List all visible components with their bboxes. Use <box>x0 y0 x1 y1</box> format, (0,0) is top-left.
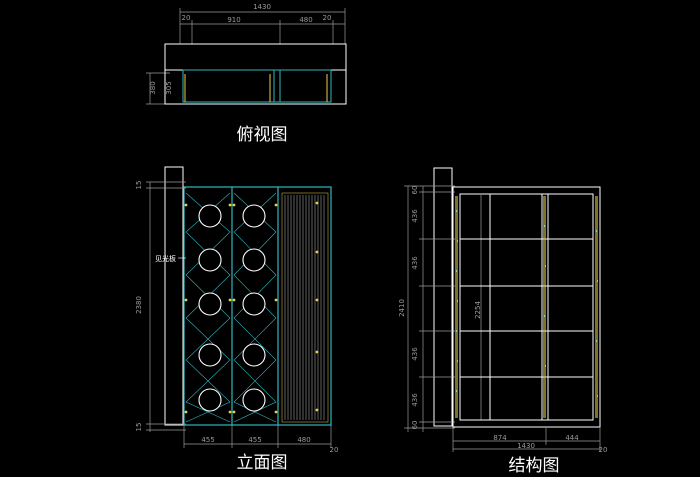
dim-w1: 455 <box>201 436 214 444</box>
dim-left-margin: 20 <box>182 14 191 22</box>
dim-shelf1: 436 <box>411 209 419 223</box>
structure-side-panels <box>455 196 598 418</box>
structure-panel-texture <box>456 210 598 397</box>
dim-top-gap: 15 <box>135 181 143 190</box>
structure-carcass <box>452 186 601 428</box>
top-view-dimensions <box>146 8 346 105</box>
elevation-height-dimension <box>146 181 186 432</box>
dim-overall-width: 1430 <box>253 3 271 11</box>
top-view-title: 俯视图 <box>237 125 288 145</box>
dim-struct-inner-height: 2254 <box>474 301 482 319</box>
structure-view: 60 436 436 2410 2254 436 436 60 <box>398 167 608 476</box>
structure-height-dimension <box>404 185 482 432</box>
dim-right-width: 480 <box>299 16 312 24</box>
dim-struct-right-end: 20 <box>599 446 608 454</box>
elevation-round-openings <box>198 204 266 412</box>
structure-wall <box>433 167 453 427</box>
elevation-view: 15 2380 15 <box>135 166 339 473</box>
dim-shelf4: 436 <box>411 393 419 407</box>
elevation-hardware <box>184 201 319 414</box>
dim-right-margin: 20 <box>323 14 332 22</box>
dim-height: 2380 <box>135 296 143 314</box>
top-view-outline <box>164 43 347 105</box>
dim-struct-top: 60 <box>411 186 419 195</box>
top-view-cabinet-plan <box>182 69 332 103</box>
elevation-louver-door <box>281 192 329 423</box>
elevation-width-dimension <box>183 425 332 448</box>
dim-depth-outer: 380 <box>149 81 157 94</box>
dim-w2: 455 <box>248 436 261 444</box>
dim-left-width: 910 <box>227 16 240 24</box>
elevation-frame <box>183 186 332 426</box>
elevation-door-pattern <box>185 192 277 423</box>
dim-w3: 480 <box>297 436 310 444</box>
structure-width-dimension <box>452 428 601 452</box>
elevation-wall <box>164 166 184 426</box>
dim-shelf2: 436 <box>411 256 419 270</box>
top-view: 1430 20 910 480 20 380 305 俯视图 <box>146 3 347 145</box>
dim-struct-left-width: 874 <box>493 434 507 442</box>
dim-struct-right-width: 444 <box>565 434 579 442</box>
dim-bottom-gap: 15 <box>135 423 143 432</box>
callout-edge-panel: 见光板 <box>155 254 176 263</box>
dim-shelf3: 436 <box>411 347 419 361</box>
top-view-door-edges <box>184 74 328 102</box>
dim-struct-overall-height: 2410 <box>398 299 406 317</box>
dim-struct-bottom: 60 <box>411 421 419 430</box>
structure-title: 结构图 <box>509 456 560 476</box>
dim-struct-overall-width: 1430 <box>517 442 535 450</box>
elevation-title: 立面图 <box>237 453 288 473</box>
dim-depth-inner: 305 <box>165 81 173 94</box>
dim-right-end: 20 <box>330 446 339 454</box>
